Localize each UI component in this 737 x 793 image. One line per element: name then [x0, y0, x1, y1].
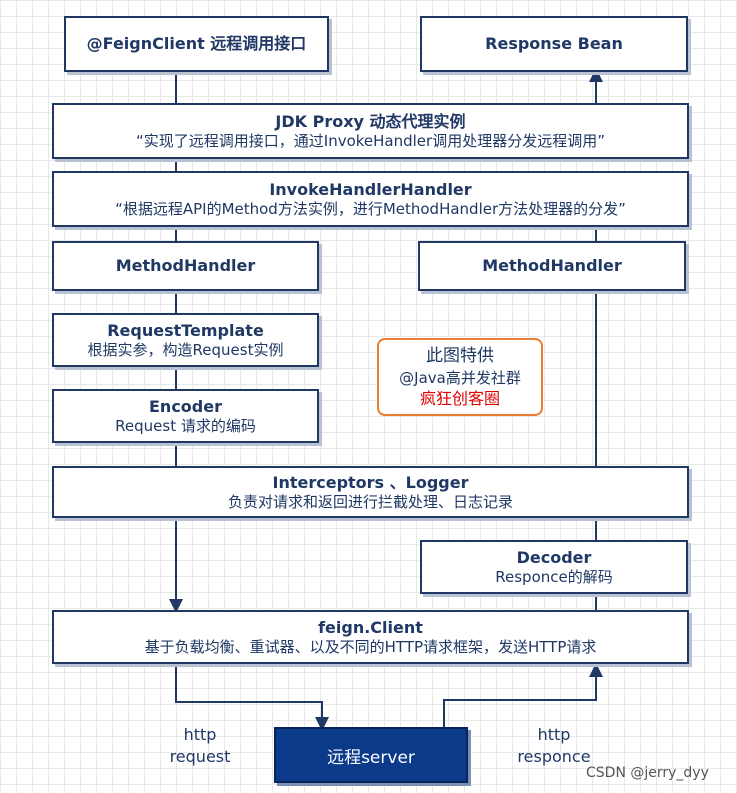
method-handler-left-title: MethodHandler [115, 256, 256, 275]
method-handler-left-box: MethodHandler [52, 241, 319, 291]
http-response-line2: responce [517, 746, 591, 766]
arrow-http-request [175, 664, 329, 731]
watermark: CSDN @jerry_dyy [586, 765, 709, 781]
interceptors-logger-box: Interceptors 、Logger 负责对请求和返回进行拦截处理、日志记录 [52, 466, 689, 518]
method-handler-right-box: MethodHandler [418, 241, 686, 291]
decoder-box: Decoder Responce的解码 [420, 540, 688, 594]
interceptors-logger-title: Interceptors 、Logger [272, 472, 469, 492]
response-bean-title: Response Bean [485, 34, 623, 53]
request-template-desc: 根据实参，构造Request实例 [87, 340, 284, 359]
encoder-box: Encoder Request 请求的编码 [52, 389, 319, 443]
request-template-title: RequestTemplate [107, 320, 264, 340]
http-response-label: http responce [508, 724, 600, 767]
promo-note: 此图特供 @Java高并发社群 疯狂创客圈 [377, 338, 543, 416]
invoke-handler-desc: “根据远程API的Method方法实例，进行MethodHandler方法处理器… [115, 199, 626, 218]
decoder-title: Decoder [516, 547, 592, 567]
feign-client-title: feign.Client [318, 617, 423, 637]
jdk-proxy-desc: “实现了远程调用接口，通过InvokeHandler调用处理器分发远程调用” [136, 131, 605, 150]
invoke-handler-title: InvokeHandlerHandler [269, 179, 472, 199]
feign-client-interface-box: @FeignClient 远程调用接口 [64, 16, 329, 72]
remote-server-title: 远程server [327, 747, 415, 768]
promo-note-line1: 此图特供 [426, 345, 494, 366]
remote-server-box: 远程server [274, 727, 468, 783]
feign-client-interface-title: @FeignClient 远程调用接口 [86, 34, 307, 53]
http-response-line1: http [537, 725, 571, 744]
encoder-title: Encoder [149, 396, 222, 416]
jdk-proxy-box: JDK Proxy 动态代理实例 “实现了远程调用接口，通过InvokeHand… [52, 103, 689, 159]
encoder-desc: Request 请求的编码 [115, 416, 256, 435]
http-request-line2: request [169, 746, 231, 766]
http-request-line1: http [183, 725, 217, 744]
response-bean-box: Response Bean [420, 16, 688, 72]
promo-note-line3: 疯狂创客圈 [419, 388, 500, 408]
interceptors-logger-desc: 负责对请求和返回进行拦截处理、日志记录 [227, 492, 513, 511]
feign-client-box: feign.Client 基于负载均衡、重试器、以及不同的HTTP请求框架，发送… [52, 610, 689, 664]
invoke-handler-box: InvokeHandlerHandler “根据远程API的Method方法实例… [52, 171, 689, 227]
decoder-desc: Responce的解码 [495, 567, 613, 586]
promo-note-line2: @Java高并发社群 [399, 368, 521, 387]
jdk-proxy-title: JDK Proxy 动态代理实例 [275, 111, 466, 131]
http-request-label: http request [160, 724, 240, 767]
feign-client-desc: 基于负载均衡、重试器、以及不同的HTTP请求框架，发送HTTP请求 [144, 637, 597, 656]
method-handler-right-title: MethodHandler [482, 256, 622, 275]
request-template-box: RequestTemplate 根据实参，构造Request实例 [52, 313, 319, 367]
arrow-http-response [443, 663, 603, 727]
